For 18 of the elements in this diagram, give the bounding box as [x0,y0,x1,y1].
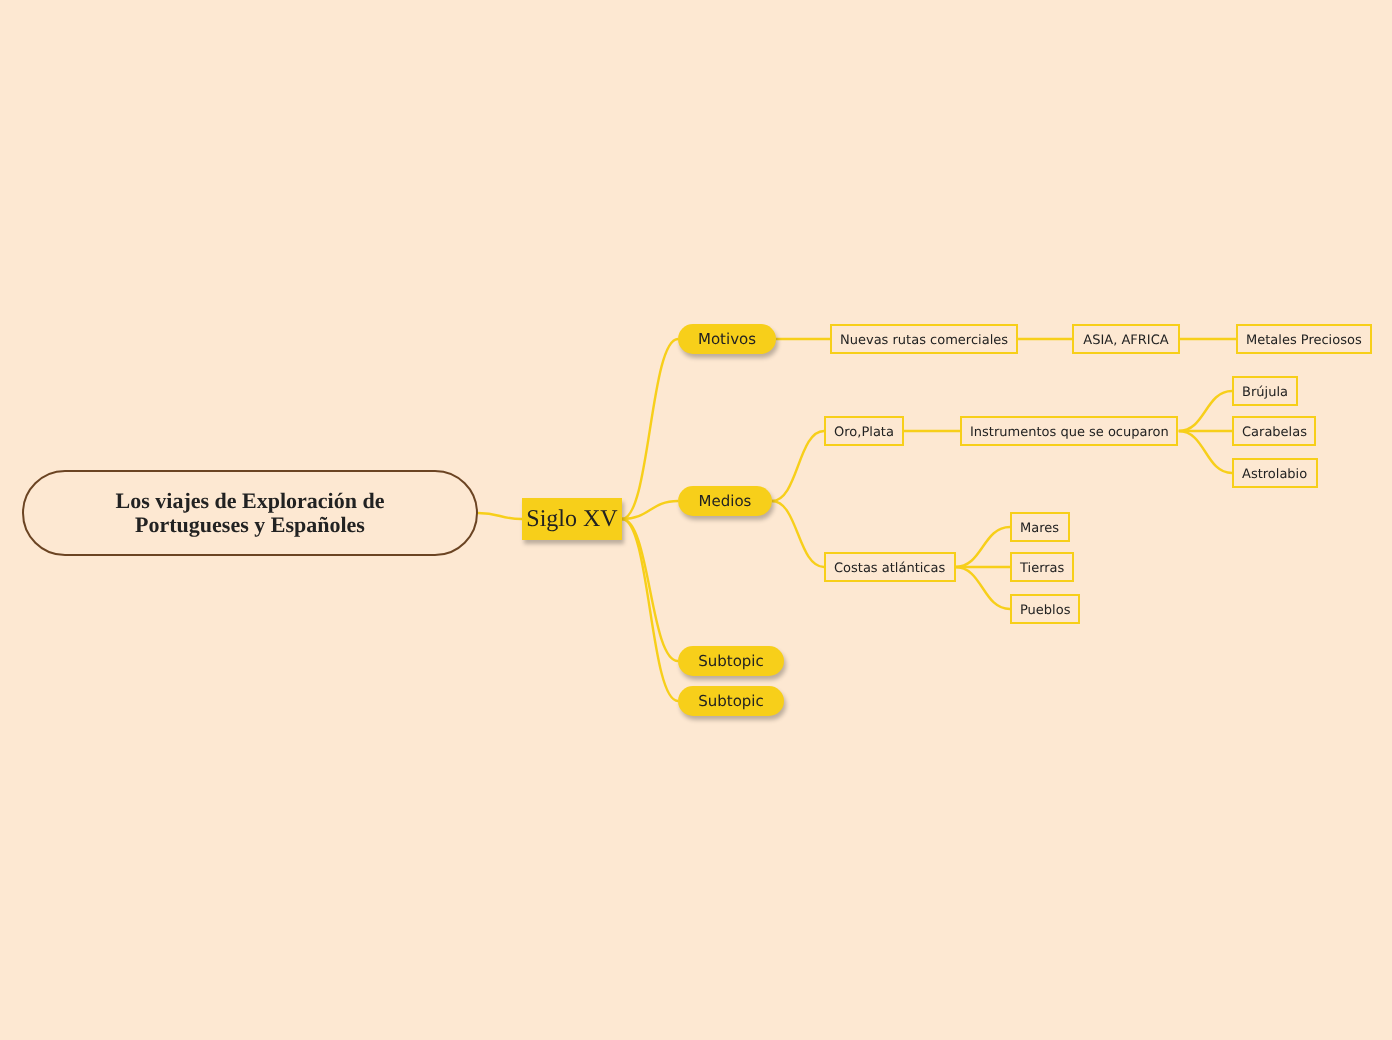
connector-line [771,499,825,569]
connector-line [1178,429,1233,475]
connector-line [621,337,679,521]
connector-line [477,511,523,521]
connector-line [904,429,960,433]
connector-line [1178,429,1232,433]
connector-line [621,499,679,521]
connector-line [1180,337,1236,341]
connector-line [776,337,830,341]
main-topic: Siglo XV [522,498,622,540]
connector-line [955,565,1011,611]
connector-line [771,429,825,503]
connector-line [1018,337,1072,341]
connector-line [1178,389,1233,433]
connector-line [621,517,679,703]
central-topic: Los viajes de Exploración de Portugueses y Españoles [22,470,478,556]
connector-line [955,565,1010,569]
connector-line [955,525,1011,569]
